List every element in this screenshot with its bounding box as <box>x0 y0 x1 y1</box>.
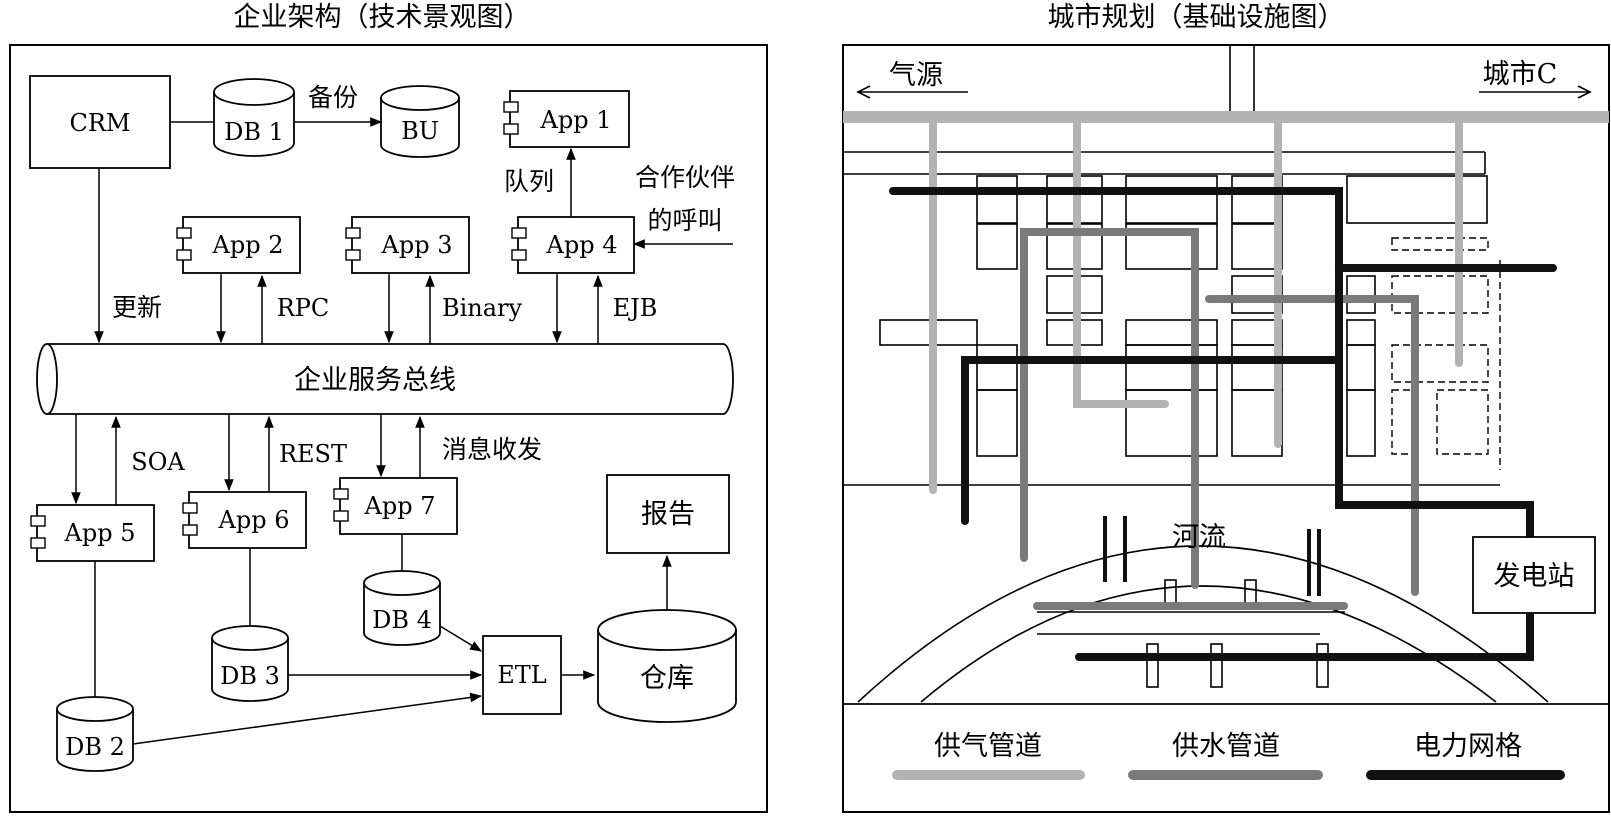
enterprise-service-bus: 企业服务总线 <box>36 343 734 415</box>
app7-label: App 7 <box>364 492 436 520</box>
planned-blocks <box>1391 237 1501 470</box>
crm-label: CRM <box>69 109 130 137</box>
update-label: 更新 <box>112 293 162 322</box>
legend-item-power: 电力网格 <box>1366 731 1565 780</box>
rpc-label: RPC <box>277 294 330 322</box>
db2-cylinder: DB 2 <box>56 696 134 772</box>
ejb-label: EJB <box>613 294 658 322</box>
bus-label: 企业服务总线 <box>294 365 456 396</box>
app5-component: App 5 <box>30 504 155 562</box>
right-panel-frame <box>842 44 1610 813</box>
bu-label: BU <box>401 117 439 145</box>
bu-cylinder: BU <box>380 85 460 158</box>
app4-component: App 4 <box>511 216 635 274</box>
crm-box: CRM <box>29 75 171 169</box>
legend: 供气管道 供水管道 电力网格 <box>892 731 1565 780</box>
partner-call-label-1: 合作伙伴 <box>635 163 735 192</box>
right-panel-title: 城市规划（基础设施图） <box>1048 2 1345 33</box>
report-label: 报告 <box>641 499 695 530</box>
gas-source-label: 气源 <box>889 60 943 91</box>
app2-label: App 2 <box>212 231 284 259</box>
enterprise-architecture-panel: 企业架构（技术景观图） CRM DB 1 备份 BU App 1 <box>9 2 768 813</box>
app6-component: App 6 <box>182 491 307 549</box>
db4-label: DB 4 <box>372 606 432 634</box>
warehouse-cylinder: 仓库 <box>597 609 737 723</box>
partner-call-label-2: 的呼叫 <box>647 206 722 235</box>
power-station-box: 发电站 <box>1472 536 1596 614</box>
report-box: 报告 <box>606 474 730 554</box>
lower-streets <box>1037 579 1345 688</box>
db1-label: DB 1 <box>224 118 284 146</box>
app1-component: App 1 <box>503 90 630 148</box>
db4-cylinder: DB 4 <box>363 570 441 646</box>
power-grid <box>889 187 1557 661</box>
bridge-posts <box>1103 516 1321 596</box>
messaging-label: 消息收发 <box>442 435 542 464</box>
legend-label-gas: 供气管道 <box>934 731 1042 762</box>
backup-label: 备份 <box>308 83 358 112</box>
app6-label: App 6 <box>218 506 290 534</box>
legend-item-water: 供水管道 <box>1128 731 1323 780</box>
etl-box: ETL <box>482 635 562 715</box>
river-label: 河流 <box>1172 522 1226 553</box>
app2-component: App 2 <box>176 216 301 274</box>
binary-label: Binary <box>442 294 523 322</box>
legend-label-water: 供水管道 <box>1172 731 1280 762</box>
app7-component: App 7 <box>333 477 458 535</box>
app3-component: App 3 <box>345 216 470 274</box>
left-panel-frame <box>9 44 768 813</box>
city-planning-panel: 城市规划（基础设施图） <box>842 2 1610 813</box>
legend-item-gas: 供气管道 <box>892 731 1085 780</box>
app3-label: App 3 <box>381 231 453 259</box>
queue-label: 队列 <box>504 167 554 196</box>
river <box>857 545 1549 703</box>
city-c-label: 城市C <box>1483 59 1558 90</box>
power-station-label: 发电站 <box>1494 561 1575 592</box>
rest-label: REST <box>279 440 347 468</box>
app4-label: App 4 <box>546 231 618 259</box>
water-pipelines <box>1020 228 1419 610</box>
db2-label: DB 2 <box>65 733 125 761</box>
gas-pipelines <box>843 111 1609 494</box>
app1-label: App 1 <box>540 106 612 134</box>
warehouse-label: 仓库 <box>640 663 694 694</box>
db1-cylinder: DB 1 <box>213 78 295 157</box>
soa-label: SOA <box>131 448 185 476</box>
app5-label: App 5 <box>64 519 136 547</box>
db3-cylinder: DB 3 <box>211 625 289 702</box>
db3-label: DB 3 <box>220 662 280 690</box>
legend-label-power: 电力网格 <box>1414 731 1522 762</box>
etl-label: ETL <box>497 661 547 689</box>
left-panel-title: 企业架构（技术景观图） <box>234 2 531 33</box>
